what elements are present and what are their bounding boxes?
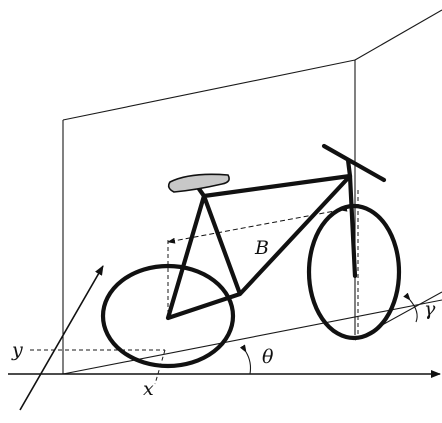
front-wheel — [306, 203, 402, 341]
gamma-label: γ — [424, 298, 436, 320]
theta-label: θ — [262, 346, 274, 368]
wheelbase-dimension-arrow — [167, 205, 348, 244]
theta-angle-arc — [239, 344, 252, 375]
rear-wheel — [100, 263, 236, 369]
gamma-angle-arc — [403, 292, 418, 323]
y-axis-arrow — [19, 265, 104, 411]
handlebar-stem — [345, 157, 353, 179]
x-label: x — [143, 378, 154, 400]
wheelbase-label: B — [254, 237, 269, 259]
saddle — [167, 173, 230, 193]
front-fork — [347, 173, 358, 279]
bicycle — [100, 143, 402, 369]
y-label: y — [11, 339, 23, 361]
handlebar — [321, 143, 387, 183]
inclined-plane — [62, 291, 442, 375]
